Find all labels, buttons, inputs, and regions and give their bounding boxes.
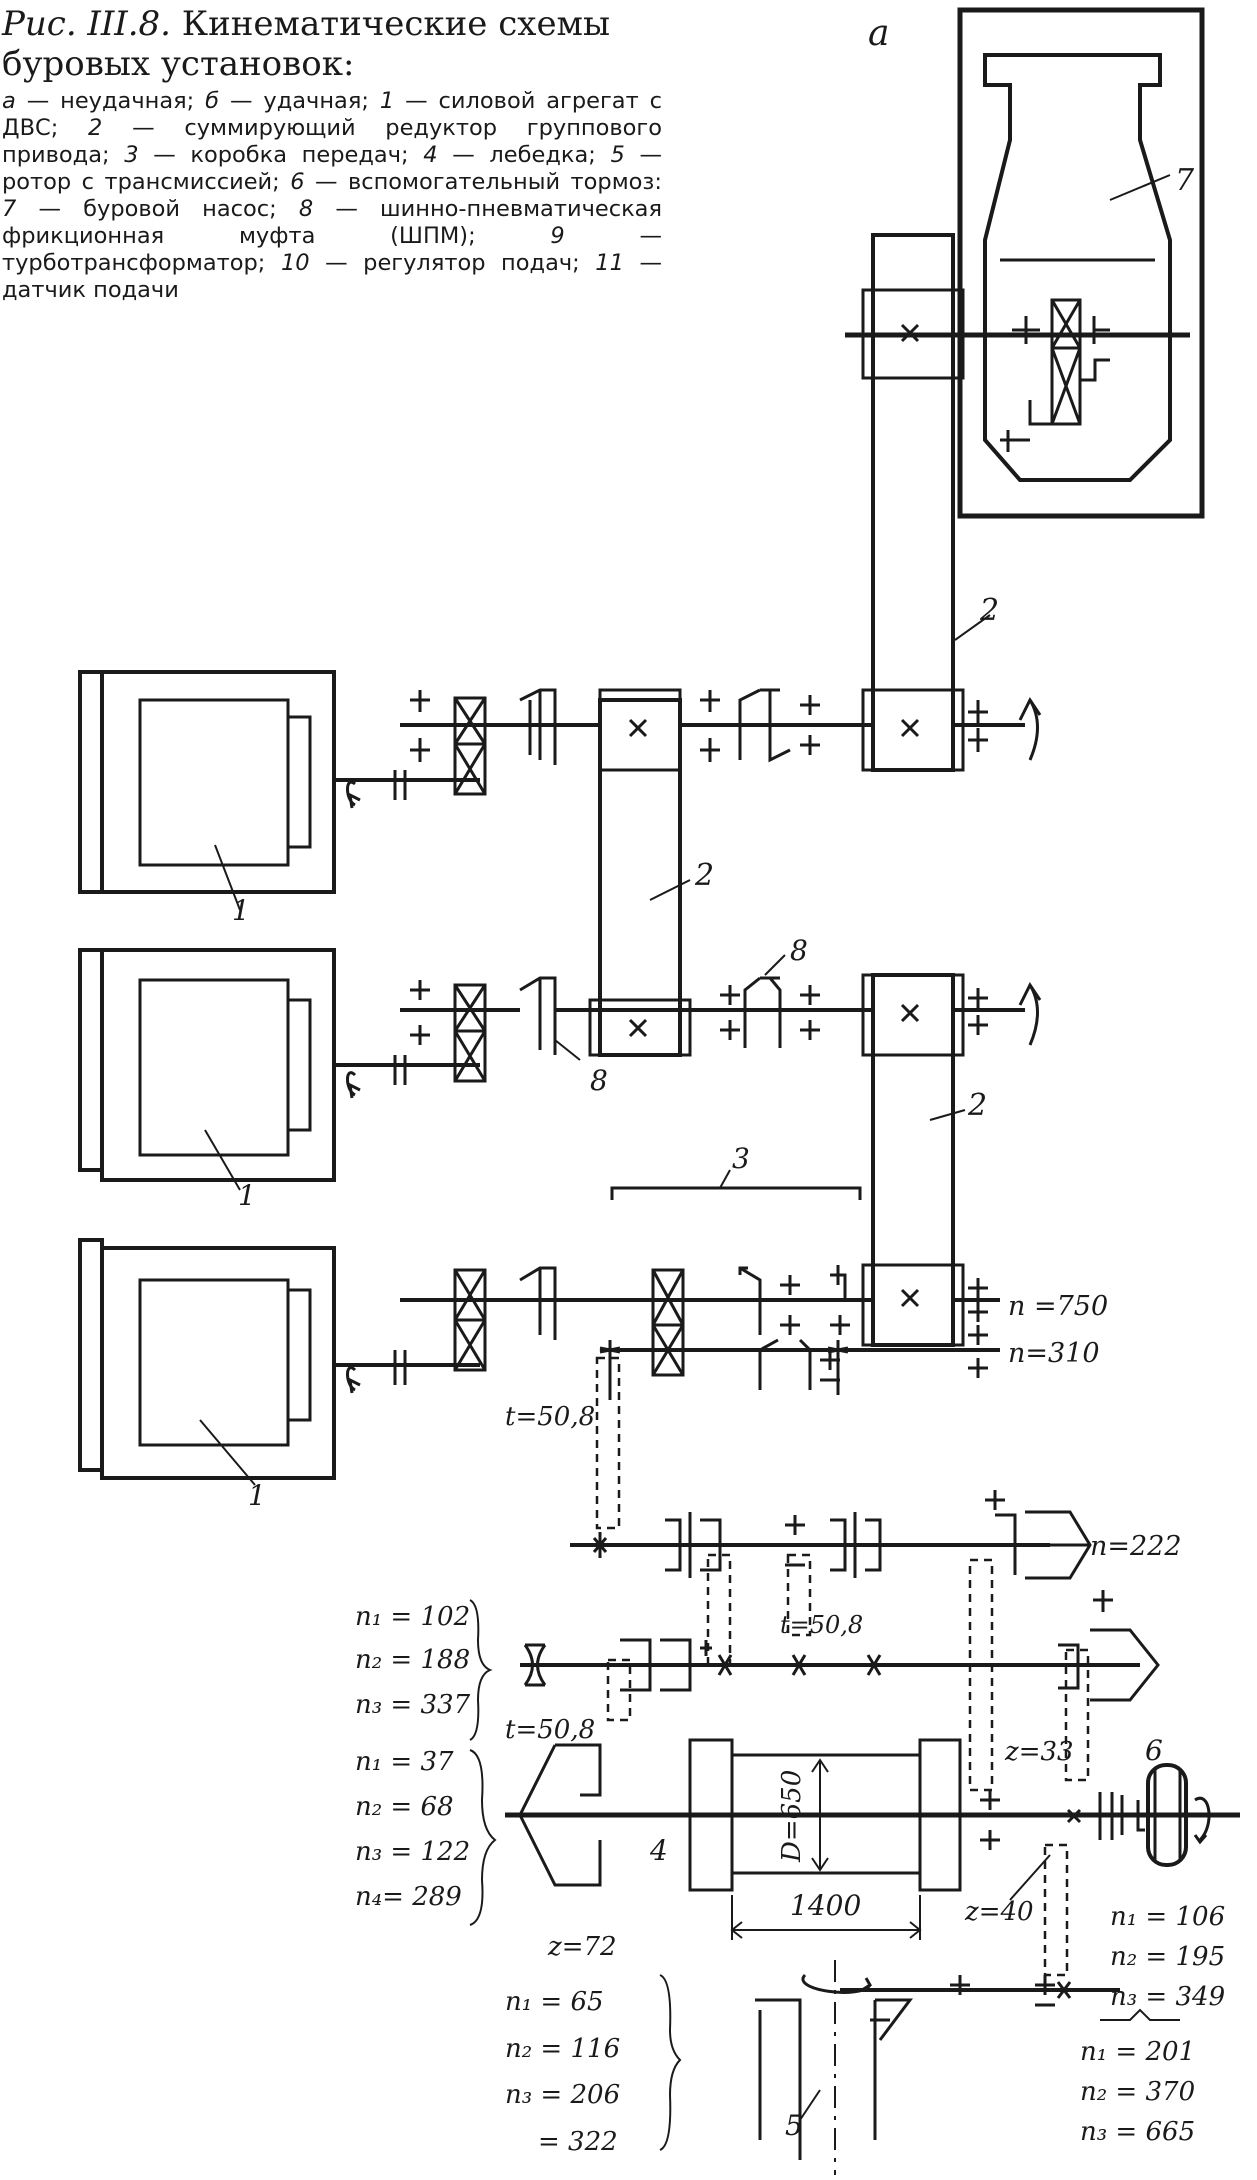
- label-pump: 7: [1175, 163, 1195, 198]
- chain-pitch-1: t=50,8: [505, 1402, 595, 1432]
- teeth-rotor-sprocket: z=40: [964, 1897, 1034, 1927]
- teeth-winch-gear: z=72: [547, 1932, 617, 1962]
- label-gearbox: 3: [732, 1142, 750, 1175]
- legend-item: 11 — датчик подачи: [2, 250, 662, 303]
- reducer-belt-lower: [861, 973, 966, 1347]
- speed-rotor-drive-2: n₂ = 370: [1080, 2077, 1195, 2107]
- speed-countershaft: n=222: [1090, 1531, 1182, 1562]
- speed-rotor-drive-3: n₃ = 665: [1080, 2117, 1195, 2147]
- variant-label: а: [868, 13, 889, 54]
- speed-drum-3: n₃ = 122: [355, 1837, 470, 1867]
- label-engine-2: 1: [238, 1179, 256, 1212]
- rotor: [755, 1960, 1120, 2175]
- speed-output-high: n =750: [1008, 1291, 1108, 1322]
- legend-item: 10 — регулятор подач;: [280, 250, 580, 276]
- label-reducer-middle: 2: [694, 858, 714, 893]
- countershaft: [570, 1490, 1092, 1580]
- speed-winch-shaft-2: n₂ = 188: [355, 1645, 470, 1675]
- legend-item: 3 — коробка передач;: [124, 142, 409, 168]
- legend-item: 5 — ротор с трансмиссией;: [2, 142, 662, 195]
- speed-drum-1: n₁ = 37: [355, 1747, 454, 1777]
- label-clutch-upper: 8: [790, 934, 808, 967]
- teeth-brake-sprocket: z=33: [1004, 1737, 1074, 1767]
- label-clutch-lower: 8: [590, 1064, 608, 1097]
- legend-item: 4 — лебедка;: [423, 142, 596, 168]
- engine-1: [78, 670, 336, 911]
- caption-figure-number: Рис. III.8.: [2, 4, 171, 44]
- brace-rotor: [659, 1974, 682, 2151]
- speed-winch-shaft-1: n₁ = 102: [355, 1602, 470, 1632]
- auxiliary-brake: [1136, 1763, 1211, 1867]
- label-winch: 4: [649, 1834, 668, 1867]
- speed-brake-1: n₁ = 106: [1110, 1902, 1225, 1932]
- drum-length: 1400: [790, 1889, 861, 1922]
- engine-2: [78, 948, 336, 1191]
- speed-drum-2: n₂ = 68: [355, 1792, 454, 1822]
- drive-line-3: [334, 1265, 1000, 1400]
- speed-rotor-4: = 322: [538, 2127, 618, 2157]
- reducer-belt-top: [861, 233, 991, 772]
- brace-winch-shaft: [469, 1599, 493, 1741]
- winch-drum: [505, 1738, 1240, 1940]
- speed-rotor-2: n₂ = 116: [505, 2034, 620, 2064]
- reducer-belt-middle: [588, 698, 692, 1057]
- drive-line-2: [334, 954, 1042, 1099]
- legend-item: 1 — силовой агрегат с ДВС;: [2, 88, 662, 141]
- label-brake: 6: [1145, 1734, 1163, 1767]
- speed-rotor-1: n₁ = 65: [505, 1987, 604, 2017]
- label-reducer-lower: 2: [967, 1088, 987, 1123]
- gearbox-bracket: [610, 1186, 862, 1200]
- winch-input-shaft: [520, 1590, 1160, 1702]
- legend-item: 6 — вспомогательный тормоз:: [290, 169, 662, 195]
- brace-rotor-drive: [1100, 2008, 1180, 2021]
- legend-item: 8 — шинно-пневматическая фрикционная муф…: [2, 196, 662, 249]
- label-engine-3: 1: [248, 1479, 266, 1512]
- speed-brake-2: n₂ = 195: [1110, 1942, 1225, 1972]
- caption-title: Рис. III.8. Кинематические схемы буровых…: [2, 4, 662, 84]
- speed-rotor-3: n₃ = 206: [505, 2080, 620, 2110]
- label-engine-1: 1: [232, 894, 250, 927]
- drilling-pump: [957, 7, 1205, 519]
- drive-line-1: [334, 688, 1042, 809]
- engine-3: [78, 1238, 336, 1486]
- caption-title-text: Кинематические схемы буровых установок:: [2, 4, 611, 84]
- figure-caption: Рис. III.8. Кинематические схемы буровых…: [2, 4, 662, 304]
- caption-legend: а — неудачная; б — удачная; 1 — силовой …: [2, 88, 662, 304]
- legend-item: 2 — суммирующий редуктор группового прив…: [2, 115, 662, 168]
- legend-item: б — удачная;: [205, 88, 369, 114]
- legend-item: 9 — турботрансформатор;: [2, 223, 663, 276]
- speed-rotor-drive-1: n₁ = 201: [1080, 2037, 1195, 2067]
- chain-pitch-2: t=50,8: [780, 1611, 863, 1639]
- speed-output-low: n=310: [1008, 1338, 1100, 1369]
- speed-drum-4: n₄= 289: [355, 1882, 462, 1912]
- label-rotor: 5: [785, 2109, 803, 2142]
- brace-drum: [469, 1749, 497, 1926]
- speed-brake-3: n₃ = 349: [1110, 1982, 1225, 2012]
- drum-diameter: D=650: [777, 1770, 807, 1863]
- legend-item: 7 — буровой насос;: [2, 196, 277, 222]
- label-reducer-top: 2: [979, 593, 999, 628]
- chain-pitch-3: t=50,8: [505, 1715, 595, 1745]
- speed-winch-shaft-3: n₃ = 337: [355, 1690, 471, 1720]
- legend-item: а — неудачная;: [2, 88, 195, 114]
